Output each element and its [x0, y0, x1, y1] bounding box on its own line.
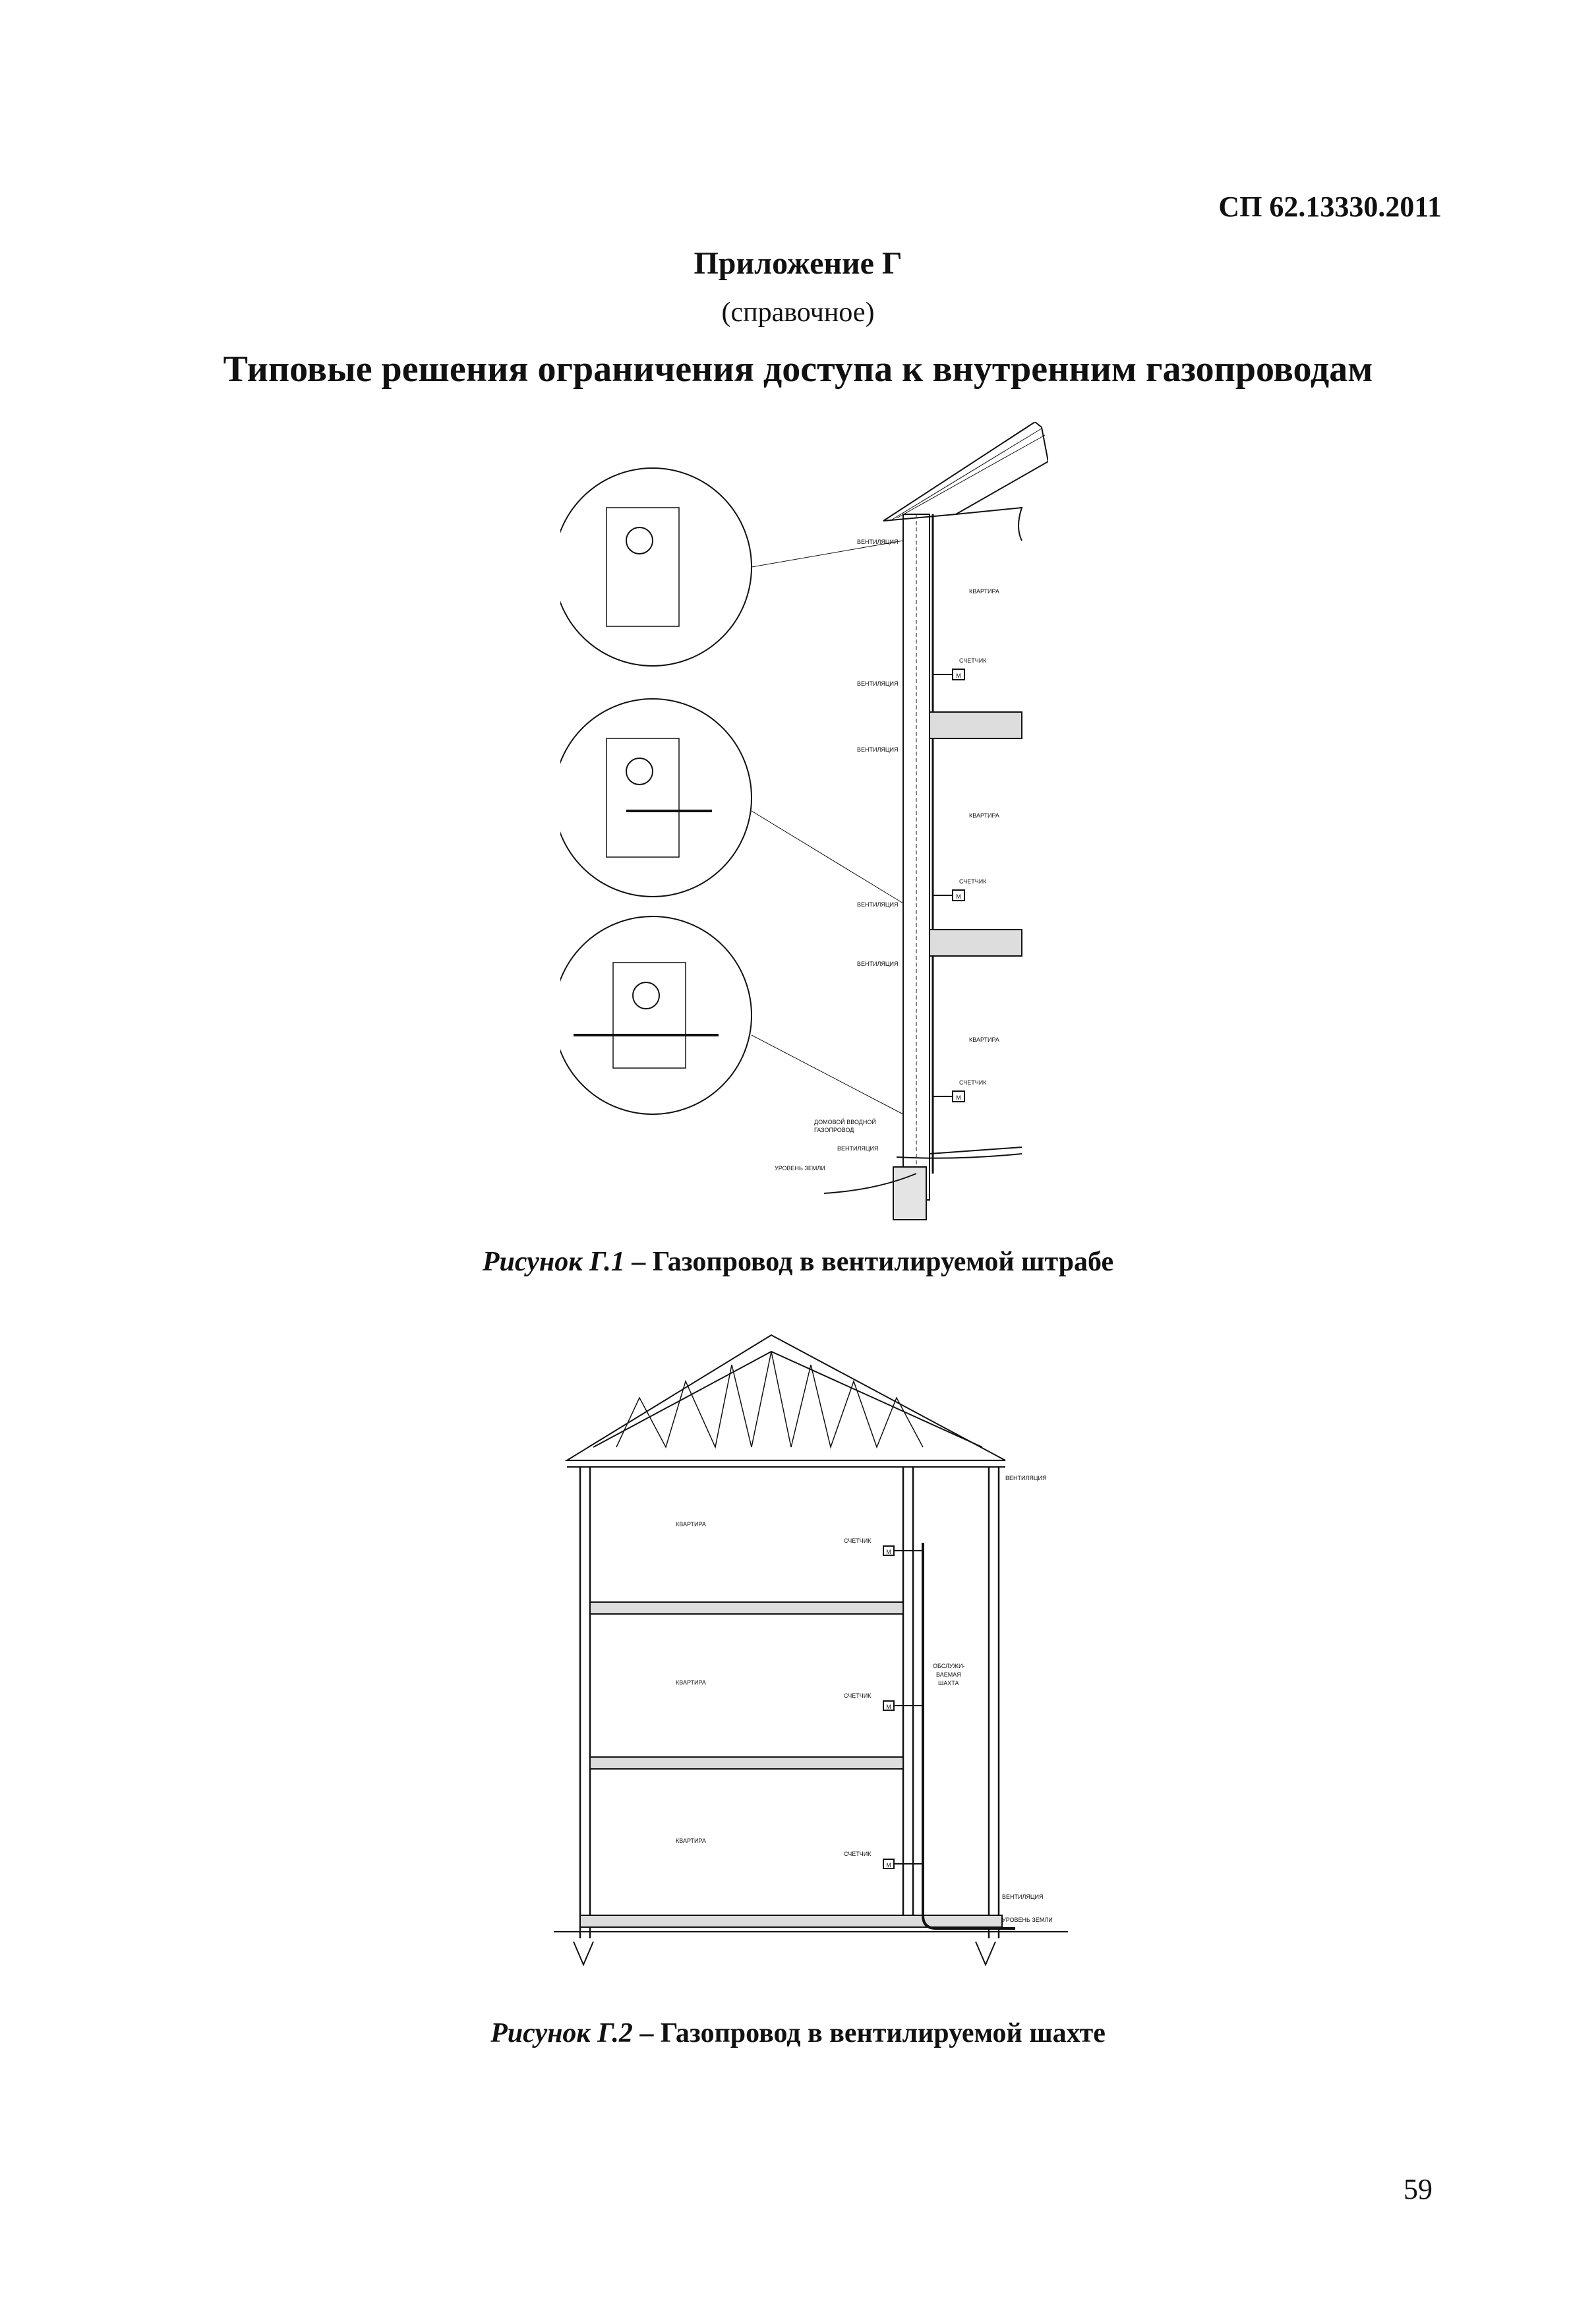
figure-1-svg: М М М ВЕНТИЛЯЦИЯ КВАРТИРА — [553, 421, 1049, 1220]
label-apartment-2: КВАРТИРА — [676, 1679, 706, 1686]
label-meter-2: СЧЕТЧИК — [959, 878, 987, 885]
document-code: СП 62.13330.2011 — [1218, 191, 1442, 223]
label-apartment-3: КВАРТИРА — [676, 1837, 706, 1844]
label-meter-1: СЧЕТЧИК — [959, 657, 987, 664]
appendix-title: Приложение Г — [694, 246, 902, 281]
label-apartment-1: КВАРТИРА — [676, 1521, 706, 1528]
figure-2-svg: М М М ВЕНТИЛЯЦИЯ КВАРТИРА СЧЕТЧИК ОБСЛУЖ… — [554, 1334, 1068, 1967]
label-ventilation-6: ВЕНТИЛЯЦИЯ — [837, 1145, 879, 1152]
floor-slabs — [929, 711, 1022, 1154]
figure-1-caption-prefix: Рисунок Г.1 — [482, 1247, 625, 1277]
figure-1-caption: Рисунок Г.1 – Газопровод в вентилируемой… — [0, 1246, 1596, 1278]
label-ventilation-bottom: ВЕНТИЛЯЦИЯ — [1002, 1894, 1044, 1900]
ground — [554, 1931, 1068, 1967]
label-meter-3: СЧЕТЧИК — [959, 1079, 987, 1086]
label-ground-level: УРОВЕНЬ ЗЕМЛИ — [775, 1165, 825, 1172]
roof-truss — [564, 1334, 1006, 1468]
wall — [902, 514, 934, 1201]
label-apartment-2: КВАРТИРА — [969, 812, 999, 819]
label-meter-3: СЧЕТЧИК — [844, 1851, 872, 1857]
figure-2-drawing: М М М ВЕНТИЛЯЦИЯ КВАРТИРА СЧЕТЧИК ОБСЛУЖ… — [554, 1325, 1068, 1984]
figure-1-drawing: М М М ВЕНТИЛЯЦИЯ КВАРТИРА — [553, 421, 1049, 1233]
label-shaft-2: ВАЕМАЯ — [936, 1671, 961, 1678]
ground — [823, 1153, 1022, 1220]
detail-circles — [553, 467, 904, 1115]
label-ventilation-5: ВЕНТИЛЯЦИЯ — [857, 961, 899, 967]
label-inlet-pipe-2: ГАЗОПРОВОД — [814, 1127, 854, 1133]
label-ventilation-4: ВЕНТИЛЯЦИЯ — [857, 901, 899, 908]
meter-symbol-3: М — [956, 1094, 961, 1101]
figure-2-caption-prefix: Рисунок Г.2 — [490, 2018, 633, 2048]
meter-symbol-1: М — [886, 1549, 891, 1555]
page-number: 59 — [1404, 2173, 1433, 2205]
label-apartment-1: КВАРТИРА — [969, 588, 999, 595]
figure-1-caption-text: – Газопровод в вентилируемой штрабе — [624, 1247, 1114, 1277]
meter-symbol-1: М — [956, 672, 961, 679]
figure-2-caption: Рисунок Г.2 – Газопровод в вентилируемой… — [0, 2017, 1596, 2049]
label-apartment-3: КВАРТИРА — [969, 1036, 999, 1043]
figure-2-caption-text: – Газопровод в вентилируемой шахте — [632, 2018, 1106, 2048]
meters — [933, 669, 965, 1102]
main-title: Типовые решения ограничения доступа к вн… — [223, 349, 1373, 390]
meter-symbol-2: М — [956, 893, 961, 900]
label-ground-level: УРОВЕНЬ ЗЕМЛИ — [1002, 1917, 1053, 1923]
label-shaft-1: ОБСЛУЖИ- — [933, 1663, 964, 1669]
label-ventilation-1: ВЕНТИЛЯЦИЯ — [857, 539, 899, 545]
appendix-subtitle: (справочное) — [721, 297, 875, 328]
gas-riser — [922, 1543, 1015, 1930]
meters — [883, 1545, 923, 1869]
label-meter-1: СЧЕТЧИК — [844, 1537, 872, 1544]
label-ventilation-3: ВЕНТИЛЯЦИЯ — [857, 746, 899, 753]
label-shaft-3: ШАХТА — [938, 1680, 959, 1686]
label-inlet-pipe-1: ДОМОВОЙ ВВОДНОЙ — [814, 1118, 876, 1125]
floor-slabs — [579, 1601, 1003, 1928]
label-ventilation-top: ВЕНТИЛЯЦИЯ — [1005, 1475, 1047, 1481]
meter-symbol-3: М — [886, 1862, 891, 1868]
meter-symbol-2: М — [886, 1704, 891, 1710]
building-frame — [579, 1467, 1000, 1938]
label-meter-2: СЧЕТЧИК — [844, 1692, 872, 1699]
roof — [883, 421, 1049, 541]
label-ventilation-2: ВЕНТИЛЯЦИЯ — [857, 680, 899, 687]
